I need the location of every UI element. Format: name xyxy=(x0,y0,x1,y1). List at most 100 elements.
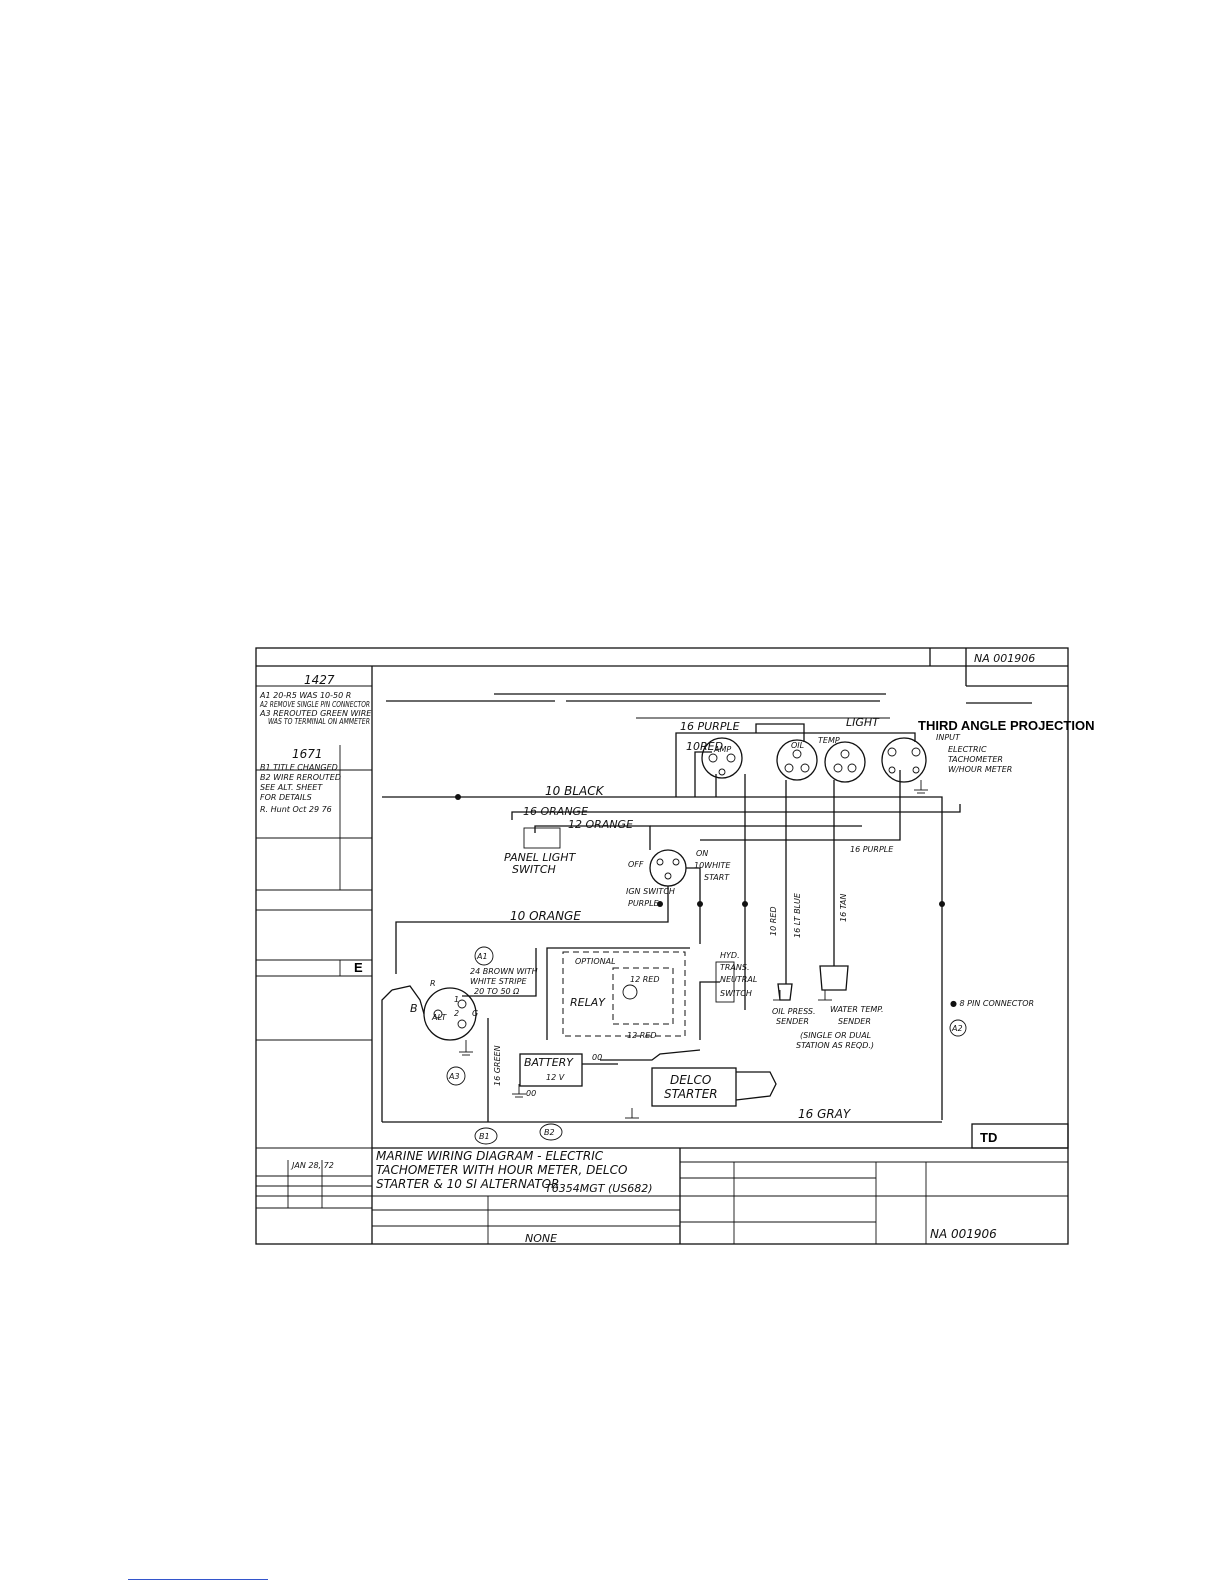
title-line-1: MARINE WIRING DIAGRAM - ELECTRIC xyxy=(376,1149,604,1163)
callout-a1: A1 xyxy=(476,952,488,961)
drawing-number-bottom: NA 001906 xyxy=(930,1227,997,1241)
wire-16-gray: 16 GRAY xyxy=(798,1107,852,1121)
temp-gauge-icon xyxy=(824,741,866,783)
revision-2-number: 1671 xyxy=(292,747,323,761)
brown-wire-label-1: 24 BROWN WITH xyxy=(470,967,538,976)
alt-label: ALT xyxy=(431,1013,447,1022)
brown-wire-label-3: 20 TO 50 Ω xyxy=(474,987,520,996)
wire-16-tan: 16 TAN xyxy=(839,894,848,922)
revision-1-a3b: WAS TO TERMINAL ON AMMETER xyxy=(268,717,370,726)
light-label: LIGHT xyxy=(846,716,880,729)
wire-16-purple-top: 16 PURPLE xyxy=(680,720,740,733)
wire-12-red-a: 12 RED xyxy=(630,975,660,984)
footer-rule xyxy=(128,1579,268,1580)
alt-g-label: G xyxy=(472,1009,478,1018)
callout-b2-icon xyxy=(539,1123,563,1141)
callout-a2-icon xyxy=(949,1019,967,1037)
revision-2-b3: SEE ALT. SHEET xyxy=(260,783,323,792)
ign-on-label: ON xyxy=(696,849,708,858)
alt-r-label: R xyxy=(430,979,436,988)
relay-label: RELAY xyxy=(570,996,606,1009)
temp-label: TEMP xyxy=(818,736,840,745)
oil-gauge-icon xyxy=(776,739,818,781)
wire-16-orange: 16 ORANGE xyxy=(523,805,588,818)
station-label-2: STATION AS REQD.) xyxy=(796,1041,874,1050)
optional-label: OPTIONAL xyxy=(575,957,616,966)
td-label: TD xyxy=(980,1130,997,1145)
revision-2-signature: R. Hunt Oct 29 76 xyxy=(260,805,332,814)
alt-b-label: B xyxy=(410,1002,418,1015)
wiring xyxy=(381,723,961,1123)
revision-2-b2: B2 WIRE REROUTED xyxy=(260,773,341,782)
oil-sender-label-2: SENDER xyxy=(776,1017,809,1026)
model-number: T6354MGT (US682) xyxy=(545,1182,653,1195)
hyd-label-3: NEUTRAL xyxy=(720,975,757,984)
wire-10-red-top: 10RED xyxy=(686,740,723,753)
drawn-date: JAN 28, 72 xyxy=(290,1161,334,1170)
water-sender-label-2: SENDER xyxy=(838,1017,871,1026)
oil-label: OIL xyxy=(791,741,804,750)
starter-label-2: STARTER xyxy=(664,1087,718,1101)
callout-a3-icon xyxy=(446,1066,466,1086)
battery-label: BATTERY xyxy=(524,1056,574,1069)
callout-a3: A3 xyxy=(448,1072,460,1081)
wire-16-purple-right: 16 PURPLE xyxy=(850,845,894,854)
ign-switch-label-1: IGN SWITCH xyxy=(626,887,675,896)
wire-16-green: 16 GREEN xyxy=(493,1045,502,1086)
tachometer-icon xyxy=(881,737,927,783)
optional-box xyxy=(562,951,686,1037)
revision-2-b1: B1 TITLE CHANGED xyxy=(260,763,338,772)
amp-gauge-icon xyxy=(701,737,743,779)
wire-10-white: 10WHITE xyxy=(694,861,731,870)
wire-10-black: 10 BLACK xyxy=(545,784,605,798)
callout-b1: B1 xyxy=(479,1132,490,1141)
panel-light-label-2: SWITCH xyxy=(512,863,556,876)
tach-label-1: ELECTRIC xyxy=(948,745,987,754)
alt-1-label: 1 xyxy=(454,995,459,1004)
alt-2-label: 2 xyxy=(454,1009,459,1018)
oil-sender-label-1: OIL PRESS. xyxy=(772,1007,816,1016)
ground-symbol-icon xyxy=(459,780,928,1119)
title-line-3: STARTER & 10 SI ALTERNATOR xyxy=(376,1177,559,1191)
hyd-label-2: TRANS. xyxy=(720,963,750,972)
revision-1-number: 1427 xyxy=(304,673,335,687)
callout-b1-icon xyxy=(474,1127,498,1145)
start-label: START xyxy=(704,873,730,882)
battery-voltage: 12 V xyxy=(546,1073,565,1082)
panel-light-label-1: PANEL LIGHT xyxy=(504,851,577,864)
title-line-2: TACHOMETER WITH HOUR METER, DELCO xyxy=(376,1163,627,1177)
wire-12-orange: 12 ORANGE xyxy=(568,818,633,831)
projection-label: THIRD ANGLE PROJECTION xyxy=(918,718,1094,733)
wire-10-red-vertical: 10 RED xyxy=(769,907,778,937)
revision-1-a3: A3 REROUTED GREEN WIRE xyxy=(259,709,372,718)
revision-1-a1: A1 20-R5 WAS 10-50 R xyxy=(259,691,351,700)
callout-a1-icon xyxy=(474,946,494,966)
tach-label-3: W/HOUR METER xyxy=(948,765,1012,774)
revision-2-b4: FOR DETAILS xyxy=(260,793,312,802)
tach-label-2: TACHOMETER xyxy=(948,755,1003,764)
input-label: INPUT xyxy=(936,733,961,742)
brown-wire-label-2: WHITE STRIPE xyxy=(470,977,527,986)
water-sender-label-1: WATER TEMP. xyxy=(830,1005,884,1014)
battery-00-b: 00 xyxy=(526,1089,536,1098)
drawing-frame xyxy=(255,647,1069,1245)
hyd-label-1: HYD. xyxy=(720,951,740,960)
revision-letter: E xyxy=(354,960,363,975)
junction-dots xyxy=(455,794,945,907)
wire-16-lt-blue: 16 LT BLUE xyxy=(793,892,802,938)
callout-b2: B2 xyxy=(544,1128,555,1137)
ign-off-label: OFF xyxy=(628,860,644,869)
hyd-label-4: SWITCH xyxy=(720,989,752,998)
starter-label-1: DELCO xyxy=(670,1073,711,1087)
revision-1-a2: A2 REMOVE SINGLE PIN CONNECTOR xyxy=(259,700,370,709)
amp-label: AMP xyxy=(713,745,731,754)
callout-a2: A2 xyxy=(951,1024,963,1033)
battery-00-a: 00 xyxy=(592,1053,602,1062)
ign-switch-label-2: PURPLE xyxy=(628,899,660,908)
station-label-1: (SINGLE OR DUAL xyxy=(800,1031,871,1040)
wire-12-red-b: 12 RED xyxy=(627,1031,657,1040)
scale-value: NONE xyxy=(525,1232,557,1245)
drawing-number-top: NA 001906 xyxy=(974,652,1035,665)
wire-10-orange: 10 ORANGE xyxy=(510,909,581,923)
